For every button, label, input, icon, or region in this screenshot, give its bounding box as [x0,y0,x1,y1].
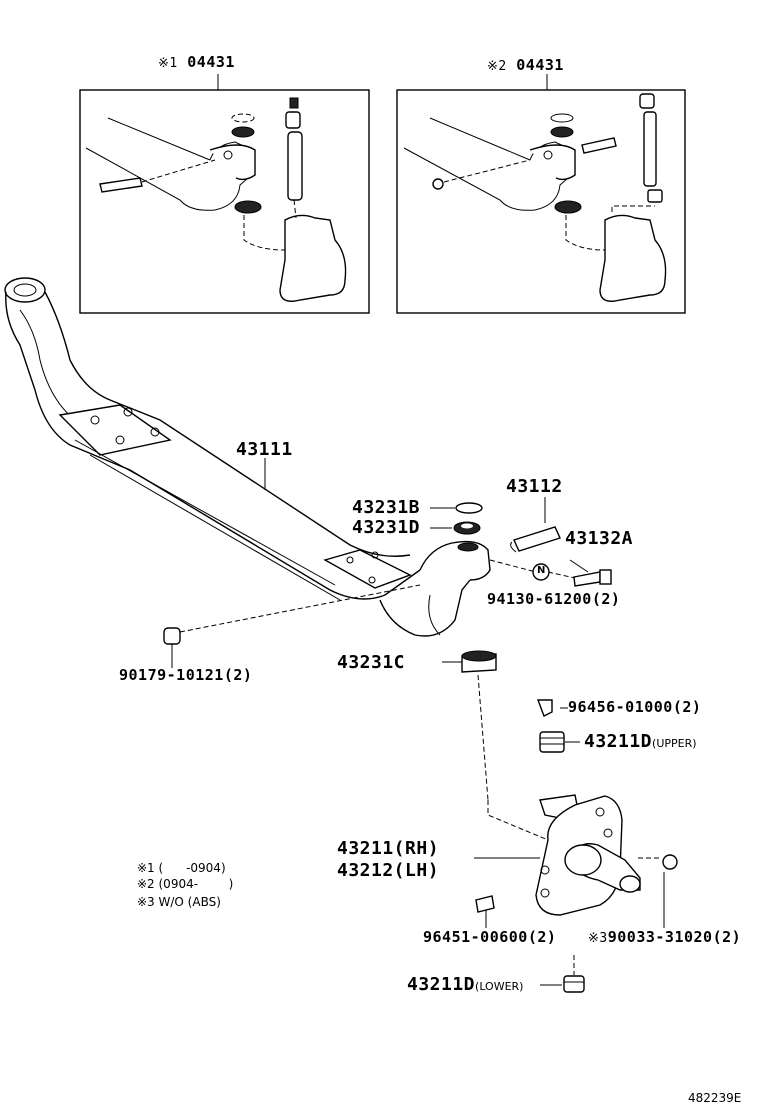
label-nut: 94130-61200(2) [487,590,621,608]
inset-1-illustration [85,97,347,302]
axle-beam [4,277,491,637]
bushing-upper-number: 43211D [584,731,653,752]
steering-knuckle [535,794,641,916]
inset-1-label: ※1 04431 [158,53,235,71]
label-plug: ※390033-31020(2) [588,928,742,946]
inset-1-part-number: 04431 [187,53,235,71]
note-2: ※2 (0904- ) [137,877,234,891]
inset-2-part-number: 04431 [516,56,564,74]
label-bolt: 43132A [565,528,634,549]
label-bearing-c: 43231C [337,652,406,673]
inset-2-illustration [403,93,667,302]
label-washer-d: 43231D [352,517,421,538]
bushing-lower-number: 43211D [407,974,476,995]
label-knuckle-rh: 43211(RH) [337,838,440,859]
bushing-lower-position: (LOWER) [475,980,524,993]
bushing-upper-position: (UPPER) [652,737,697,750]
inset-2-label: ※2 04431 [487,56,564,74]
label-axle-beam: 43111 [236,439,293,460]
label-grease-fitting-lower: 96451-00600(2) [423,928,557,946]
plug-part-number: 90033-31020(2) [607,928,742,946]
inset-2-mark: ※2 [487,59,507,74]
inset-1-box [79,74,370,314]
label-grease-fitting-upper: 96456-01000(2) [568,698,702,716]
note-1: ※1 ( -0904) [137,861,226,875]
nut-marker: N [537,565,546,576]
small-parts [163,502,678,993]
plug-mark: ※3 [588,931,608,946]
label-washer-b: 43231B [352,497,421,518]
label-king-pin: 43112 [506,476,563,497]
label-bushing-upper: 43211D(UPPER) [584,733,697,751]
label-cap: 90179-10121(2) [119,666,253,684]
label-bushing-lower: 43211D(LOWER) [407,976,523,994]
reference-code: 482239E [688,1091,742,1105]
inset-2-box [396,74,686,314]
label-knuckle-lh: 43212(LH) [337,860,440,881]
note-3: ※3 W/O (ABS) [137,895,221,909]
inset-1-mark: ※1 [158,56,178,71]
